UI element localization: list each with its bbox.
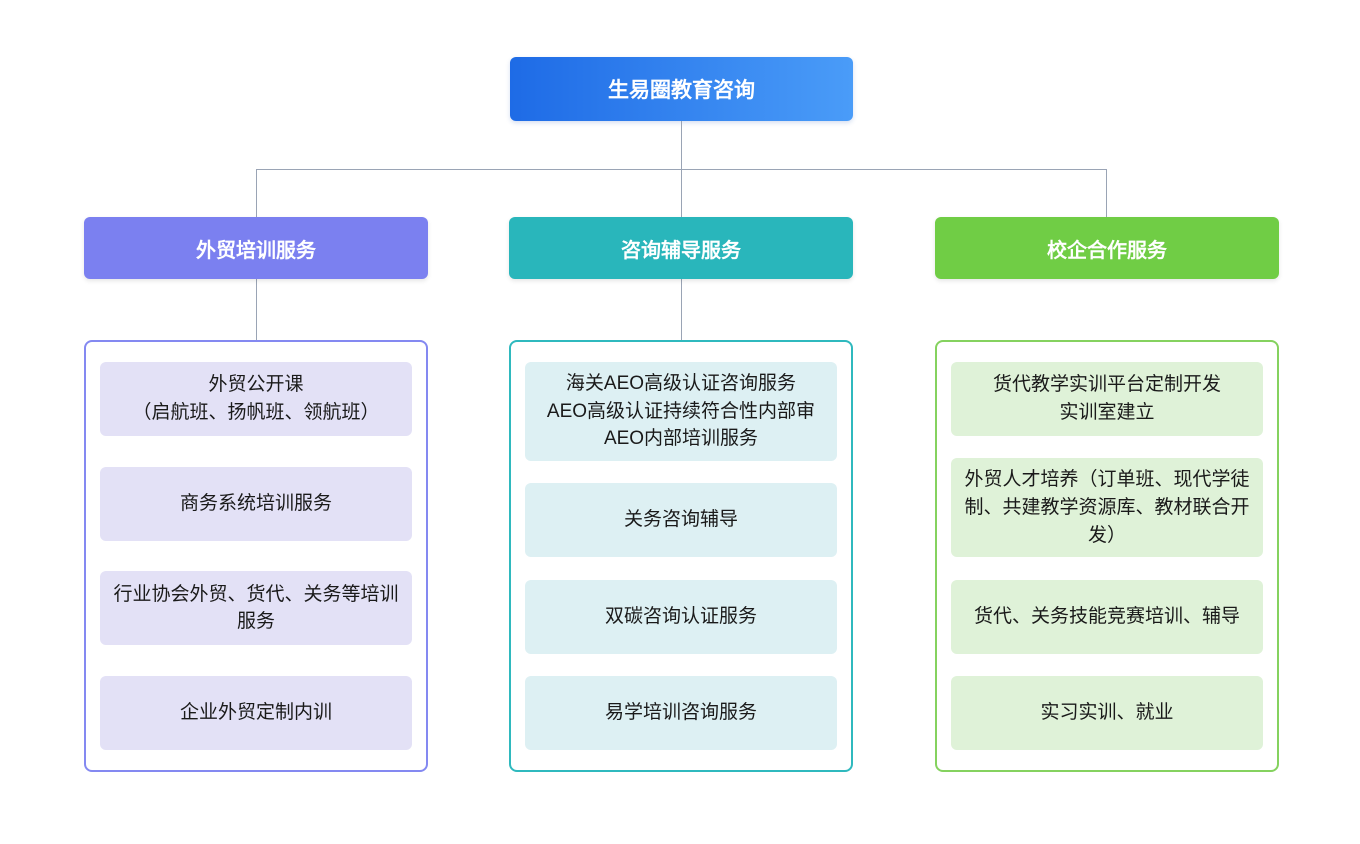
service-item-line: 货代、关务技能竞赛培训、辅导 (973, 605, 1240, 627)
branch-header-school-enterprise-cooperation[interactable]: 校企合作服务 (935, 217, 1279, 279)
service-item[interactable]: 货代、关务技能竞赛培训、辅导 (951, 579, 1263, 654)
branch-school-enterprise-cooperation: 校企合作服务 货代教学实训平台定制开发实训室建立外贸人才培养（订单班、现代学徒制… (935, 217, 1279, 772)
service-item-line: 实训室建立 (1059, 402, 1155, 423)
connector-line-branch2-body (681, 279, 682, 340)
branch-body-foreign-trade-training: 外贸公开课 （启航班、扬帆班、领航班） 商务系统培训服务行业协会外贸、货代、关务等培… (84, 340, 428, 772)
service-item-line: 货代教学实训平台定制开发 (992, 374, 1221, 396)
connector-line-root-vertical (681, 121, 682, 169)
branch-header-consulting-coaching[interactable]: 咨询辅导服务 (509, 217, 853, 279)
service-item-line: AEO高级认证持续符合性内部审 (546, 400, 816, 422)
service-item-line: （启航班、扬帆班、领航班） (132, 402, 380, 423)
service-item[interactable]: 货代教学实训平台定制开发实训室建立 (951, 362, 1263, 436)
service-item[interactable]: 关务咨询辅导 (525, 483, 837, 558)
service-item[interactable]: 企业外贸定制内训 (100, 675, 412, 750)
service-item[interactable]: 实习实训、就业 (951, 676, 1263, 750)
root-node[interactable]: 生易圈教育咨询 (510, 57, 853, 121)
connector-line-branch1-top (256, 169, 257, 217)
connector-line-branch2-top (681, 169, 682, 217)
service-item[interactable]: 易学培训咨询服务 (525, 676, 837, 750)
service-item[interactable]: 商务系统培训服务 (100, 466, 412, 541)
service-item-line: 双碳咨询认证服务 (604, 605, 757, 627)
service-item-line: 外贸人才培养（订单班、现代学徒制、共建教学资源库、教材联合开发） (964, 469, 1250, 546)
service-item[interactable]: 外贸公开课 （启航班、扬帆班、领航班） (100, 362, 412, 436)
connector-line-branch3-top (1106, 169, 1107, 217)
branch-consulting-coaching: 咨询辅导服务 海关AEO高级认证咨询服务 AEO高级认证持续符合性内部审 AEO内部… (509, 217, 853, 772)
service-item-line: 易学培训咨询服务 (604, 702, 757, 724)
service-item[interactable]: 双碳咨询认证服务 (525, 579, 837, 654)
service-item-line: 关务咨询辅导 (623, 509, 738, 531)
service-item-line: AEO内部培训服务 (603, 428, 759, 450)
branch-header-foreign-trade-training[interactable]: 外贸培训服务 (84, 217, 428, 279)
branch-body-school-enterprise-cooperation: 货代教学实训平台定制开发实训室建立外贸人才培养（订单班、现代学徒制、共建教学资源… (935, 340, 1279, 772)
service-item-line: 实习实训、就业 (1040, 702, 1174, 724)
connector-line-branch1-body (256, 279, 257, 340)
service-item-line: 外贸公开课 (208, 374, 304, 396)
service-item-line: 行业协会外贸、货代、关务等培训服务 (113, 583, 399, 633)
branch-foreign-trade-training: 外贸培训服务 外贸公开课 （启航班、扬帆班、领航班） 商务系统培训服务行业协会外贸、… (84, 217, 428, 772)
branch-body-consulting-coaching: 海关AEO高级认证咨询服务 AEO高级认证持续符合性内部审 AEO内部培训服务关务咨… (509, 340, 853, 772)
service-item[interactable]: 外贸人才培养（订单班、现代学徒制、共建教学资源库、教材联合开发） (951, 458, 1263, 558)
service-item-line: 商务系统培训服务 (179, 492, 332, 514)
service-item[interactable]: 海关AEO高级认证咨询服务 AEO高级认证持续符合性内部审 AEO内部培训服务 (525, 362, 837, 461)
service-item-line: 海关AEO高级认证咨询服务 (565, 373, 797, 394)
service-item[interactable]: 行业协会外贸、货代、关务等培训服务 (100, 571, 412, 646)
service-item-line: 企业外贸定制内训 (179, 702, 332, 724)
